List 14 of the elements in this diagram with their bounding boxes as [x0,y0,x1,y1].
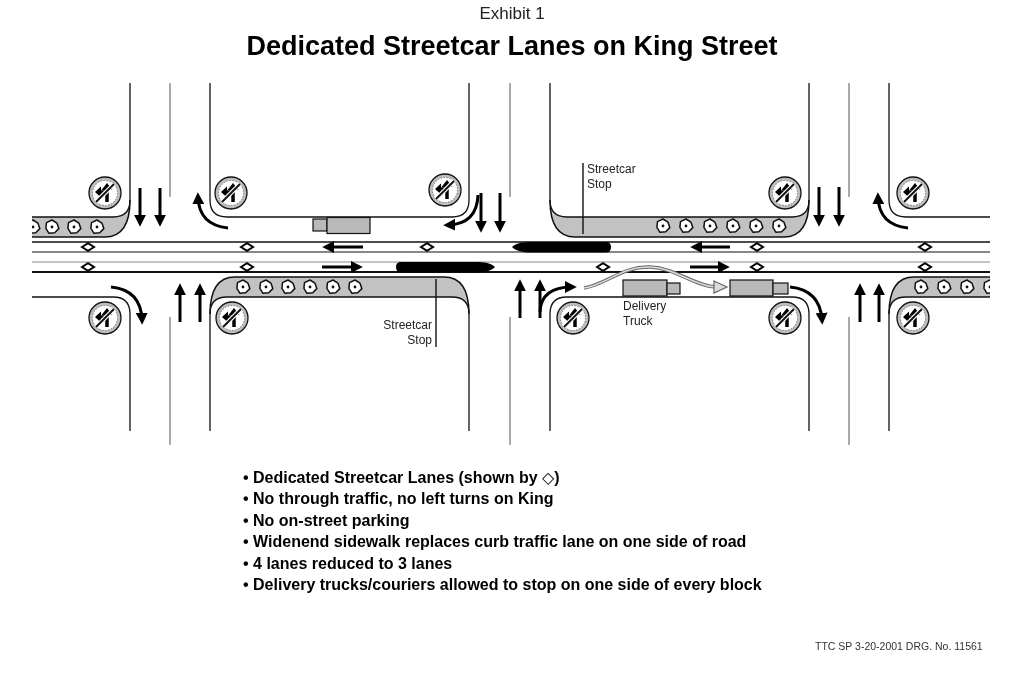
callout-label: Delivery Truck [623,299,668,329]
callout-label: Streetcar Stop [583,162,643,192]
bullet-note: • Dedicated Streetcar Lanes (shown by ◇) [243,468,560,488]
bullet-note: • No through traffic, no left turns on King [243,489,554,510]
leader-line [582,162,584,235]
bullet-note: • Widenend sidewalk replaces curb traffic lane on one side of road [243,532,747,553]
bullet-note: • No on-street parking [243,510,410,531]
bullet-note: • 4 lanes reduced to 3 lanes [243,553,453,574]
callout-label: Streetcar Stop [376,318,436,348]
diagram-title: Dedicated Streetcar Lanes on King Street [246,30,778,62]
exhibit-number: Exhibit 1 [479,4,545,24]
drawing-number: TTC SP 3-20-2001 DRG. No. 11561 [815,640,983,653]
leader-line [435,278,437,348]
bullet-note: • Delivery trucks/couriers allowed to stop on one side of every block [243,575,762,596]
